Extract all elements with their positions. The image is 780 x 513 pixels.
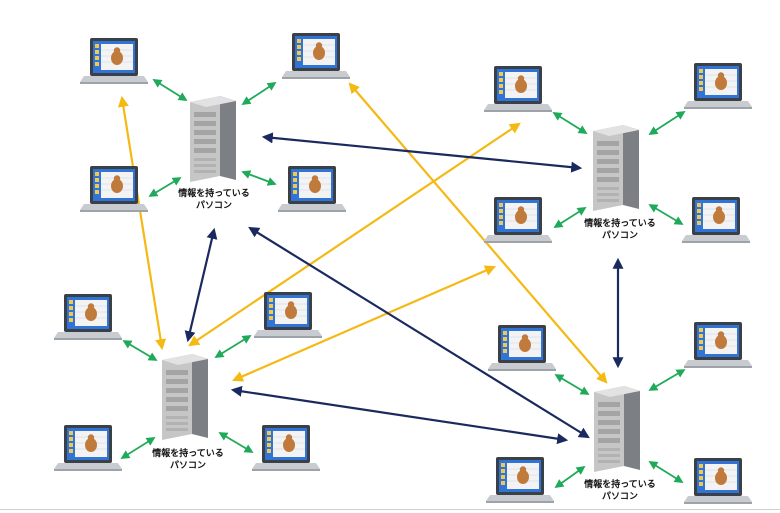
green-link: [648, 111, 686, 135]
server-icon: [593, 125, 639, 211]
green-link: [554, 465, 586, 489]
laptop-icon: [53, 293, 123, 341]
server-label-line2: パソコン: [170, 459, 206, 471]
laptop-icon: [277, 165, 347, 213]
navy-link: [230, 385, 569, 445]
laptop-icon: [487, 324, 557, 372]
green-link: [148, 177, 182, 197]
server-label-line1: 情報を持っている: [177, 187, 250, 199]
server-node-4: 情報を持っている パソコン: [583, 386, 656, 502]
laptops: [53, 32, 753, 505]
navy-link: [184, 227, 218, 343]
green-link: [120, 437, 156, 459]
laptop-icon: [53, 424, 123, 472]
navy-links: [184, 132, 624, 445]
green-link: [554, 374, 590, 395]
server-icon: [190, 96, 236, 182]
server-node-2: 情報を持っている パソコン: [583, 125, 656, 241]
green-link: [152, 79, 188, 101]
green-link: [241, 170, 277, 186]
laptop-icon: [683, 62, 753, 110]
server-label-line2: パソコン: [602, 229, 638, 241]
laptop-icon: [281, 32, 351, 80]
green-link: [553, 207, 587, 228]
server-label-line1: 情報を持っている: [151, 447, 224, 459]
laptop-icon: [79, 165, 149, 213]
server-icon: [162, 354, 208, 440]
server-label-line2: パソコン: [196, 199, 232, 211]
server-node-3: 情報を持っている パソコン: [151, 354, 224, 471]
green-link: [122, 340, 158, 361]
green-link: [218, 432, 254, 453]
bottom-divider: [0, 509, 780, 510]
green-links: [120, 79, 686, 489]
server-label-line1: 情報を持っている: [583, 478, 656, 490]
green-link: [648, 204, 684, 225]
server-label-line1: 情報を持っている: [583, 217, 656, 229]
laptop-icon: [79, 37, 149, 85]
laptop-icon: [681, 196, 751, 244]
green-link: [214, 335, 252, 358]
green-link: [648, 369, 686, 391]
server-icon: [594, 386, 640, 472]
green-link: [648, 461, 684, 483]
laptop-icon: [253, 291, 323, 339]
server-label-line2: パソコン: [602, 490, 638, 502]
server-node-1: 情報を持っている パソコン: [177, 96, 250, 211]
laptop-icon: [483, 65, 553, 113]
laptop-icon: [485, 456, 555, 504]
laptop-icon: [251, 424, 321, 472]
yellow-link: [117, 95, 167, 351]
green-link: [241, 82, 277, 105]
laptop-icon: [683, 321, 753, 369]
laptop-icon: [683, 457, 753, 505]
green-link: [552, 112, 588, 134]
yellow-link: [348, 82, 608, 384]
laptop-icon: [483, 196, 553, 244]
navy-link: [261, 132, 583, 173]
